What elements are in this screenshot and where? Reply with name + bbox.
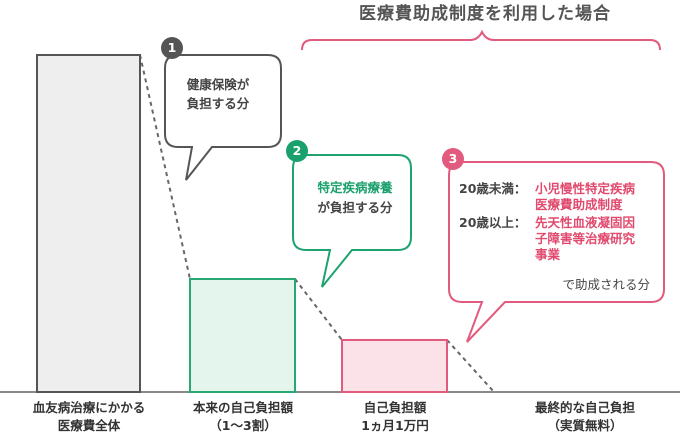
callout-2-text: 特定疾病療養 が負担する分 <box>298 178 412 218</box>
callout-3-number: 3 <box>448 151 458 166</box>
bar-label-final-copay-line-2: （実質無料） <box>547 418 623 433</box>
bar-total-cost <box>36 54 141 393</box>
callout-2-bubble <box>292 154 412 288</box>
callout-3-row-1-text-1: 小児慢性特定疾病 <box>535 181 636 196</box>
callout-1-badge <box>161 37 183 59</box>
connector-2-3 <box>294 278 343 341</box>
connector-3-4 <box>446 339 495 393</box>
bar-label-final-copay: 最終的な自己負担 （実質無料） <box>500 399 670 435</box>
bar-copay-limit <box>341 339 448 393</box>
bar-label-total-cost: 血友病治療にかかる 医療費全体 <box>8 399 170 435</box>
callout-3-row-1-text-2: 医療費助成制度 <box>535 197 623 212</box>
callout-3-badge <box>442 148 464 170</box>
callout-3-row-1-label: 20歳未満： <box>459 181 527 196</box>
callout-2-badge <box>286 140 308 162</box>
callout-1-line-2: 負担する分 <box>186 96 250 111</box>
callout-1-bubble <box>164 54 282 181</box>
callout-1-line-1: 健康保険が <box>186 77 250 92</box>
callout-1-number: 1 <box>167 40 177 55</box>
callout-2-line-1: 特定疾病療養 <box>317 180 393 195</box>
callout-3-row-2-label: 20歳以上： <box>459 215 527 230</box>
bar-label-original-copay-line-2: （1〜3割） <box>209 418 277 433</box>
bar-label-original-copay-line-1: 本来の自己負担額 <box>192 400 293 415</box>
bar-original-copay <box>189 278 296 393</box>
callout-2-number: 2 <box>292 143 302 158</box>
bar-label-final-copay-line-1: 最終的な自己負担 <box>534 400 635 415</box>
title-bracket <box>301 29 661 51</box>
callout-3-note: で助成される分 <box>562 277 650 292</box>
callout-3-row-2-text-1: 先天性血液凝固因 <box>535 215 636 230</box>
bar-label-copay-limit: 自己負担額 1ヵ月1万円 <box>326 399 464 435</box>
bar-label-total-cost-line-2: 医療費全体 <box>57 418 121 433</box>
callout-3-row-2-text-2: 子障害等治療研究 <box>535 231 636 246</box>
connector-1-2 <box>139 54 191 280</box>
bar-label-copay-limit-line-2: 1ヵ月1万円 <box>361 418 429 433</box>
callout-2-line-2: が負担する分 <box>317 200 393 215</box>
callout-3-row-2-text-3: 事業 <box>535 247 561 262</box>
bar-label-original-copay: 本来の自己負担額 （1〜3割） <box>166 399 320 435</box>
callout-3-bubble <box>448 161 665 343</box>
bar-label-total-cost-line-1: 血友病治療にかかる <box>32 400 146 415</box>
bar-label-copay-limit-line-1: 自己負担額 <box>363 400 427 415</box>
callout-1-text: 健康保険が 負担する分 <box>168 75 268 113</box>
diagram-title: 医療費助成制度を利用した場合 <box>359 4 611 24</box>
